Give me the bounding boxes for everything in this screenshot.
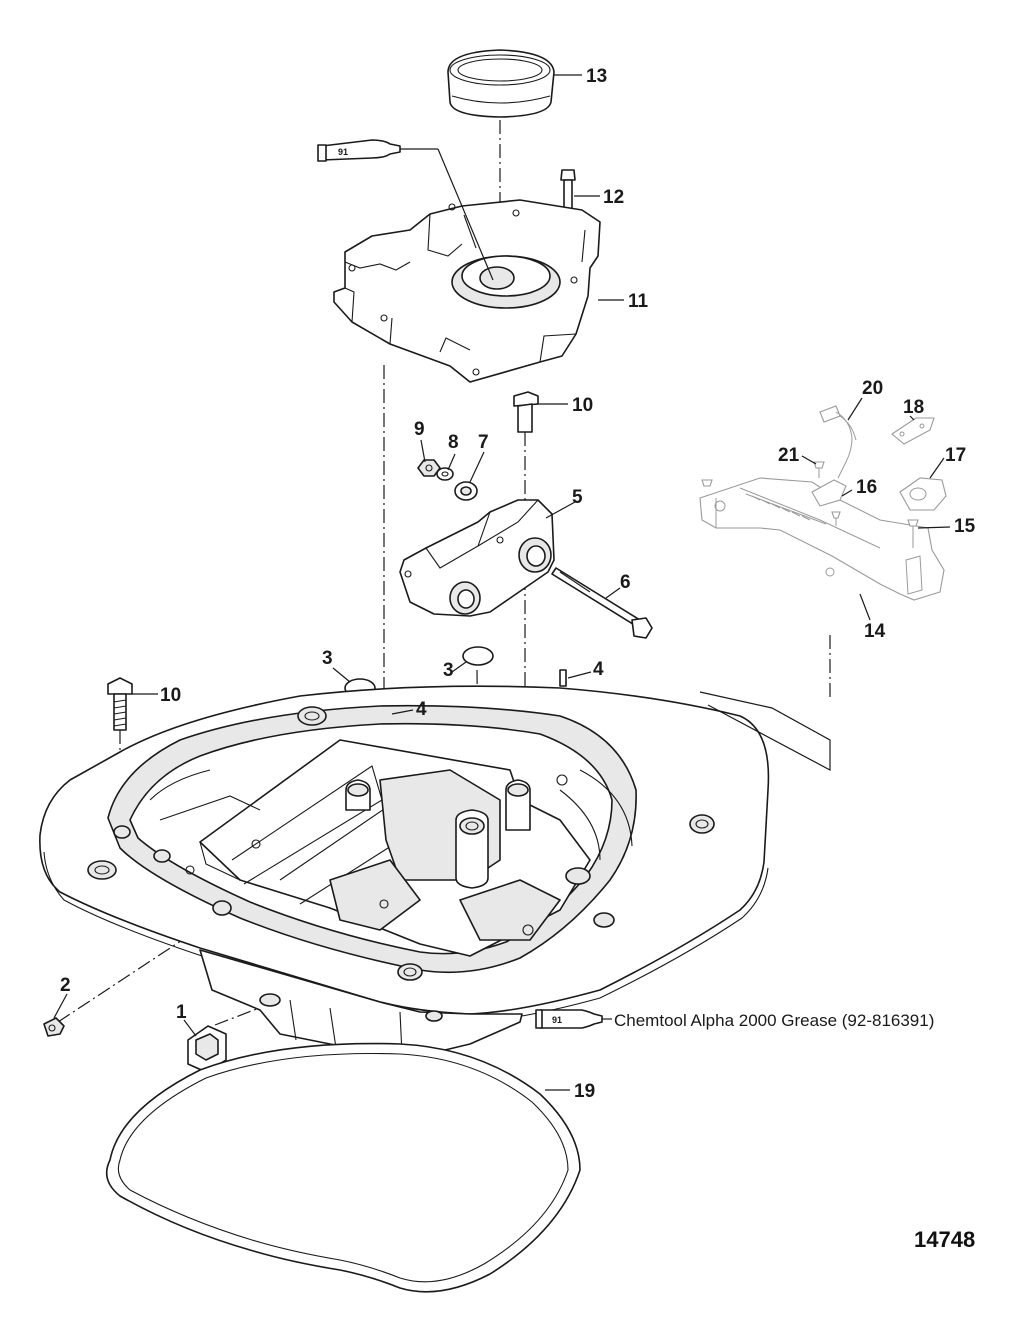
- part-3-o-ring-right: [462, 646, 494, 666]
- callout-16: 16: [856, 477, 877, 498]
- callout-17: 17: [945, 445, 966, 466]
- part-16-switch: [811, 479, 847, 507]
- part-9-nut: [417, 459, 441, 477]
- part-21-screw: [813, 461, 825, 478]
- part-17-cover: [899, 477, 947, 511]
- callout-13: 13: [586, 66, 607, 87]
- part-4-dowel-right: [559, 669, 567, 687]
- part-15-screw-small: [831, 511, 841, 526]
- part-10-upper-bolt: [513, 391, 539, 433]
- callout-4-left: 4: [416, 699, 427, 720]
- callout-5: 5: [572, 487, 583, 508]
- part-10-lower-bolt: [107, 677, 133, 731]
- callout-numbers: 13 12 11 10 9 8 7 5 6 20 18 21 17 16 15 …: [60, 66, 976, 1102]
- grease-tube-label-note: 91: [552, 1015, 562, 1025]
- callout-1: 1: [176, 1002, 187, 1023]
- callout-6: 6: [620, 572, 631, 593]
- callout-19: 19: [574, 1081, 595, 1102]
- callout-21: 21: [778, 445, 800, 466]
- leader-lines: [53, 74, 951, 1091]
- figure-number: 14748: [914, 1227, 975, 1252]
- callout-11: 11: [628, 291, 649, 312]
- part-5-mount-bracket: [399, 499, 555, 617]
- part-small-screw-left: [701, 479, 713, 487]
- callout-18: 18: [903, 397, 924, 418]
- adapter-plate: [39, 685, 770, 1057]
- part-15-screw: [907, 519, 919, 548]
- part-13-seal: [447, 49, 555, 118]
- callout-9: 9: [414, 419, 425, 440]
- part-8-washer: [436, 467, 454, 481]
- part-2-plug: [43, 1017, 65, 1037]
- part-18-gasket: [891, 417, 935, 445]
- callout-7: 7: [478, 432, 489, 453]
- callout-20: 20: [862, 378, 883, 399]
- callout-8: 8: [448, 432, 459, 453]
- callout-14: 14: [864, 621, 886, 642]
- callout-4-right: 4: [593, 659, 604, 680]
- grease-tube-label: 91: [338, 147, 348, 157]
- callout-2: 2: [60, 975, 71, 996]
- part-19-gasket: [105, 1042, 581, 1293]
- callout-10-lower: 10: [160, 685, 181, 706]
- callout-12: 12: [603, 187, 624, 208]
- part-20-wire-harness: [819, 405, 857, 479]
- callout-3-right: 3: [443, 660, 454, 681]
- part-7-washer: [454, 481, 478, 501]
- grease-tube-icon: 91: [317, 139, 401, 162]
- grease-tube-icon-note: 91: [535, 1009, 603, 1029]
- part-6-angled-bolt: [551, 567, 653, 639]
- callout-15: 15: [954, 516, 976, 537]
- part-11-cover-housing: [333, 199, 601, 383]
- grease-note: Chemtool Alpha 2000 Grease (92-816391): [614, 1011, 934, 1030]
- callout-3-left: 3: [322, 648, 333, 669]
- part-1-bushing: [187, 1025, 227, 1073]
- callout-10-upper: 10: [572, 395, 593, 416]
